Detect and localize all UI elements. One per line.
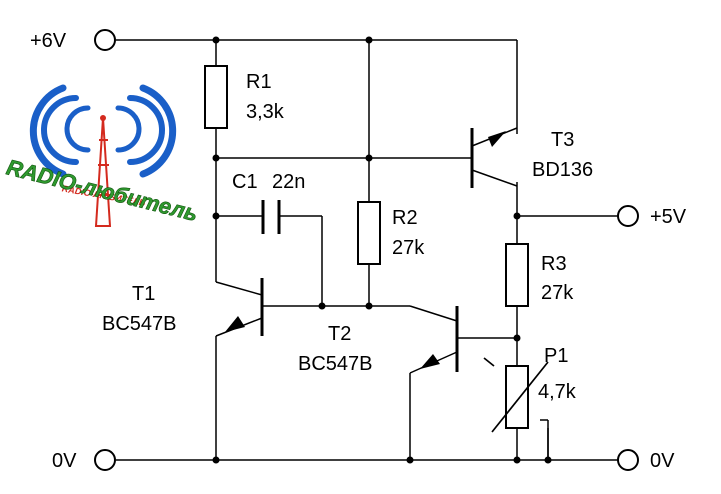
t2-ref: T2 [328,323,351,345]
t1-transistor [215,278,264,337]
antenna-tower-icon [94,115,112,227]
p1-value: 4,7k [538,381,577,403]
c1-capacitor [261,200,281,234]
radio-waves-icon [29,84,177,178]
r3-ref: R3 [541,253,567,275]
p1-potentiometer [483,357,549,460]
p1-ref: P1 [544,345,568,367]
r1-value: 3,3k [246,101,285,123]
r3-value: 27k [541,282,574,304]
t3-transistor [470,127,518,188]
r2-value: 27k [392,237,425,259]
t1-value: BC547B [102,313,177,335]
t2-transistor [409,306,459,374]
c1-value: 22n [272,171,305,193]
vcc-terminal [94,29,116,51]
r1-resistor [204,65,228,129]
junction-dots [212,36,552,464]
ground-right-terminal [617,449,639,471]
ground-right-label: 0V [650,450,675,472]
r2-ref: R2 [392,207,418,229]
output-label: +5V [650,206,687,228]
output-terminal [617,205,639,227]
t3-ref: T3 [551,129,574,151]
radio-lyubitel-logo: RADIO-ЛЮБИТЕЛЬ RADIO-любитель [4,84,201,227]
r3-resistor [505,243,529,307]
vcc-label: +6V [30,30,67,52]
t1-ref: T1 [132,283,155,305]
ground-left-terminal [94,449,116,471]
r2-resistor [357,201,381,265]
t3-value: BD136 [532,159,593,181]
ground-left-label: 0V [52,450,77,472]
r1-ref: R1 [246,71,272,93]
c1-ref: C1 [232,171,258,193]
t2-value: BC547B [298,353,373,375]
